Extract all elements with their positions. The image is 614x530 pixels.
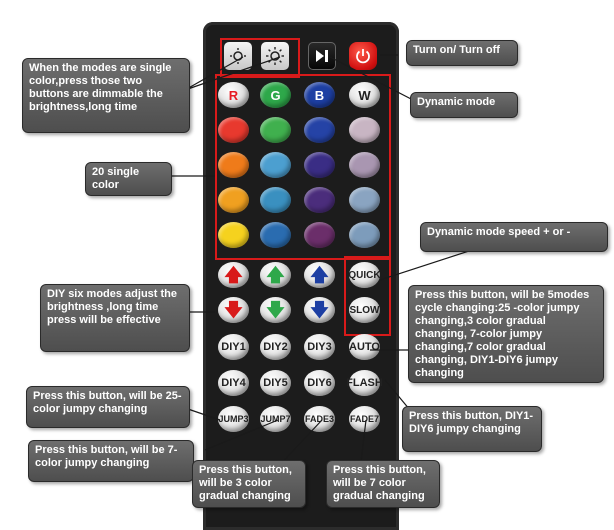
sun-dim-icon: [230, 48, 246, 64]
slow-label: SLOW: [349, 304, 380, 316]
color-button-r1c3[interactable]: [304, 117, 335, 143]
arrow-down-icon: 🡇: [310, 300, 329, 320]
quick-label: QUICK: [348, 269, 381, 281]
diy1-button[interactable]: DIY1: [218, 334, 249, 360]
red-letter-button[interactable]: R: [218, 82, 249, 108]
diy4-button[interactable]: DIY4: [218, 370, 249, 396]
play-pause-icon: [316, 50, 328, 62]
color-button-r1c1[interactable]: [218, 117, 249, 143]
callout-auto: Press this button, will be 5modes cycle …: [408, 285, 604, 383]
callout-fade7: Press this button, will be 7 color gradu…: [326, 460, 440, 508]
red-up-button[interactable]: 🡅: [218, 262, 249, 288]
jump7-label: JUMP7: [260, 414, 291, 424]
color-button-r3c4[interactable]: [349, 187, 380, 213]
callout-fade3-text: Press this button, will be 3 color gradu…: [199, 464, 292, 502]
fade3-label: FADE3: [304, 414, 334, 424]
fade7-label: FADE7: [349, 414, 379, 424]
play-pause-button[interactable]: [308, 42, 336, 70]
callout-single-color: 20 single color: [85, 162, 172, 196]
jump3-button[interactable]: JUMP3: [218, 406, 249, 432]
letter-w: W: [358, 87, 371, 103]
callout-dynamic-text: Dynamic mode: [417, 96, 496, 108]
remote-control: R G B W 🡅 🡅 🡅 QUICK 🡇 🡇 🡇 SLOW DIY1 DIY2…: [203, 22, 399, 530]
color-button-r3c3[interactable]: [304, 187, 335, 213]
callout-speed-text: Dynamic mode speed + or -: [427, 226, 571, 238]
callout-diy-text: DIY six modes adjust the brightness ,lon…: [47, 288, 178, 326]
color-button-r2c1[interactable]: [218, 152, 249, 178]
callout-power-text: Turn on/ Turn off: [413, 44, 500, 56]
diy4-label: DIY4: [221, 377, 246, 389]
callout-dynamic: Dynamic mode: [410, 92, 518, 118]
color-button-r2c2[interactable]: [260, 152, 291, 178]
color-frame: [215, 74, 391, 260]
white-letter-button[interactable]: W: [349, 82, 380, 108]
callout-brightness-text: When the modes are single color,press th…: [29, 62, 172, 113]
color-button-r2c4[interactable]: [349, 152, 380, 178]
green-down-button[interactable]: 🡇: [260, 297, 291, 323]
letter-b: B: [314, 87, 325, 103]
color-button-r4c2[interactable]: [260, 222, 291, 248]
arrow-up-icon: 🡅: [224, 265, 243, 285]
red-down-button[interactable]: 🡇: [218, 297, 249, 323]
color-button-r2c3[interactable]: [304, 152, 335, 178]
callout-brightness: When the modes are single color,press th…: [22, 58, 190, 133]
callout-flash-text: Press this button, DIY1-DIY6 jumpy chang…: [409, 410, 534, 435]
letter-g: G: [270, 87, 281, 103]
color-button-r1c4[interactable]: [349, 117, 380, 143]
diy5-button[interactable]: DIY5: [260, 370, 291, 396]
callout-jump25: Press this button, will be 25-color jump…: [26, 386, 190, 428]
blue-up-button[interactable]: 🡅: [304, 262, 335, 288]
callout-speed: Dynamic mode speed + or -: [420, 222, 608, 252]
arrow-down-icon: 🡇: [266, 300, 285, 320]
color-button-r4c4[interactable]: [349, 222, 380, 248]
callout-jump25-text: Press this button, will be 25-color jump…: [33, 390, 182, 415]
fade7-button[interactable]: FADE7: [349, 406, 380, 432]
diy3-label: DIY3: [307, 341, 332, 353]
callout-fade7-text: Press this button, will be 7 color gradu…: [333, 464, 426, 502]
green-letter-button[interactable]: G: [260, 82, 291, 108]
diy5-label: DIY5: [263, 377, 288, 389]
arrow-down-icon: 🡇: [224, 300, 243, 320]
diy6-button[interactable]: DIY6: [304, 370, 335, 396]
power-button[interactable]: [349, 42, 377, 70]
quick-button[interactable]: QUICK: [348, 262, 381, 288]
callout-jump7: Press this button, will be 7-color jumpy…: [28, 440, 194, 482]
diy3-button[interactable]: DIY3: [304, 334, 335, 360]
auto-label: AUTO: [349, 341, 380, 353]
blue-down-button[interactable]: 🡇: [304, 297, 335, 323]
green-up-button[interactable]: 🡅: [260, 262, 291, 288]
diy2-button[interactable]: DIY2: [260, 334, 291, 360]
callout-power: Turn on/ Turn off: [406, 40, 518, 66]
diy2-label: DIY2: [263, 341, 288, 353]
arrow-up-icon: 🡅: [310, 265, 329, 285]
arrow-up-icon: 🡅: [266, 265, 285, 285]
auto-button[interactable]: AUTO: [349, 334, 380, 360]
blue-letter-button[interactable]: B: [304, 82, 335, 108]
brightness-up-button[interactable]: [261, 42, 289, 70]
brightness-down-button[interactable]: [224, 42, 252, 70]
color-button-r1c2[interactable]: [260, 117, 291, 143]
color-button-r4c3[interactable]: [304, 222, 335, 248]
callout-jump7-text: Press this button, will be 7-color jumpy…: [35, 444, 178, 469]
fade3-button[interactable]: FADE3: [304, 406, 335, 432]
callout-fade3: Press this button, will be 3 color gradu…: [192, 460, 306, 508]
sun-bright-icon: [266, 47, 284, 65]
callout-single-color-text: 20 single color: [92, 166, 140, 191]
color-button-r4c1[interactable]: [218, 222, 249, 248]
letter-r: R: [228, 87, 239, 103]
diy1-label: DIY1: [221, 341, 246, 353]
callout-flash: Press this button, DIY1-DIY6 jumpy chang…: [402, 406, 542, 452]
power-icon: [356, 49, 370, 64]
callout-diy: DIY six modes adjust the brightness ,lon…: [40, 284, 190, 352]
flash-label: FLASH: [346, 377, 383, 389]
diy6-label: DIY6: [307, 377, 332, 389]
slow-button[interactable]: SLOW: [349, 297, 380, 323]
jump7-button[interactable]: JUMP7: [260, 406, 291, 432]
callout-auto-text: Press this button, will be 5modes cycle …: [415, 289, 590, 379]
color-button-r3c2[interactable]: [260, 187, 291, 213]
color-button-r3c1[interactable]: [218, 187, 249, 213]
jump3-label: JUMP3: [218, 414, 249, 424]
flash-button[interactable]: FLASH: [346, 370, 383, 396]
